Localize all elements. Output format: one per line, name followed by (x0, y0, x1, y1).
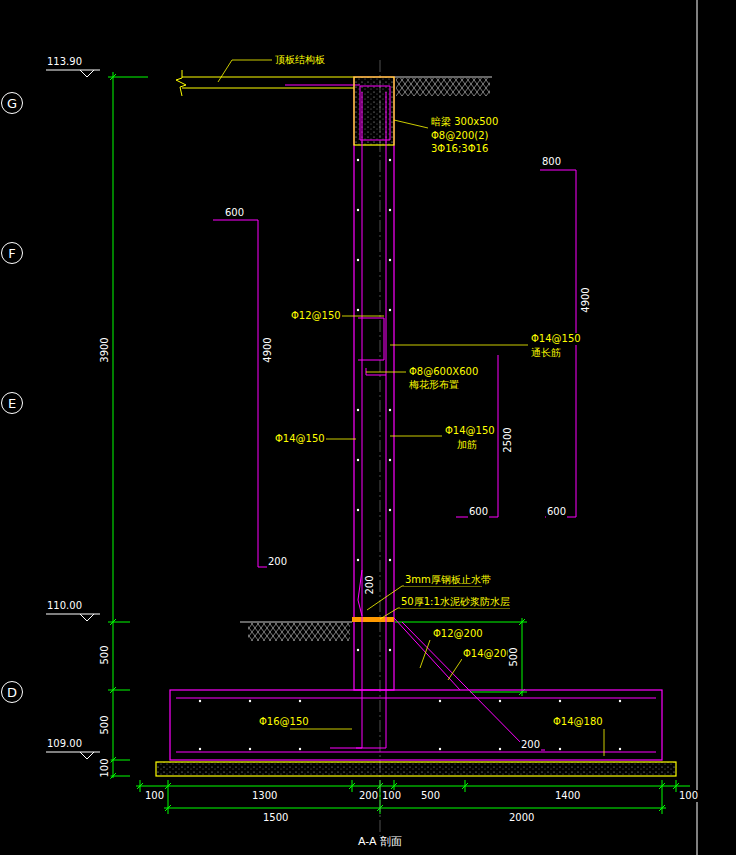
annotation-text: 100 (678, 790, 699, 802)
annotation-text: 113.90 (46, 56, 83, 68)
axis-letter: F (8, 246, 15, 261)
dimension-text: 500 (99, 714, 111, 735)
dimension-text: 500 (99, 644, 111, 665)
annotation-text: 200 (520, 739, 541, 751)
dimension-text: 2500 (502, 426, 514, 453)
annotation-text: Φ12@200 (432, 628, 484, 640)
annotation-text: Φ8@600X600 (408, 366, 479, 378)
annotation-text: 600 (546, 506, 567, 518)
dimension-text: 100 (99, 757, 111, 778)
annotation-text: 600 (468, 506, 489, 518)
annotation-text: 1400 (554, 790, 581, 802)
annotation-text: 3mm厚钢板止水带 (404, 574, 492, 586)
annotation-text: 100 (144, 790, 165, 802)
axis-bubble: D (1, 681, 23, 703)
annotation-text: 梅花形布置 (408, 379, 460, 391)
dimension-text: 4900 (262, 336, 274, 363)
annotation-text: Φ12@150 (290, 310, 342, 322)
annotation-text: 顶板结构板 (274, 54, 326, 66)
annotation-text: 109.00 (46, 738, 83, 750)
annotation-text: Φ14@200 (462, 648, 514, 660)
dimension-text: 500 (508, 646, 520, 667)
annotation-text: Φ14@180 (552, 716, 604, 728)
annotation-text: 200 (358, 790, 379, 802)
annotation-text: Φ14@150 (530, 333, 582, 345)
dimension-text: 200 (364, 574, 376, 595)
dimension-text: 3900 (99, 336, 111, 363)
annotation-text: Φ8@200(2) (430, 130, 490, 142)
axis-letter: E (8, 396, 16, 411)
axis-letter: G (7, 96, 17, 111)
axis-bubble: G (1, 92, 23, 114)
annotation-text: 600 (224, 207, 245, 219)
annotation-text: 500 (420, 790, 441, 802)
axis-bubble: E (1, 392, 23, 414)
annotation-text: 2000 (508, 812, 535, 824)
annotation-text: 通长筋 (530, 347, 562, 359)
annotation-text: 800 (541, 156, 562, 168)
annotation-text: Φ14@150 (274, 433, 326, 445)
axis-letter: D (7, 685, 17, 700)
annotation-text: 200 (267, 556, 288, 568)
annotation-text: 加筋 (456, 439, 478, 451)
annotation-text: 暗梁 300x500 (430, 116, 499, 128)
annotation-text: 110.00 (46, 600, 83, 612)
section-caption: A-A 剖面 (357, 836, 403, 848)
annotation-text: Φ14@150 (444, 425, 496, 437)
annotation-text: 3Φ16;3Φ16 (430, 143, 489, 155)
axis-bubble: F (1, 242, 23, 264)
annotation-text: Φ16@150 (258, 716, 310, 728)
annotation-text: 100 (381, 790, 402, 802)
annotation-text: 50厚1:1水泥砂浆防水层 (400, 596, 511, 608)
annotation-text: 1500 (262, 812, 289, 824)
annotation-text: 1300 (251, 790, 278, 802)
dimension-text: 4900 (580, 286, 592, 313)
